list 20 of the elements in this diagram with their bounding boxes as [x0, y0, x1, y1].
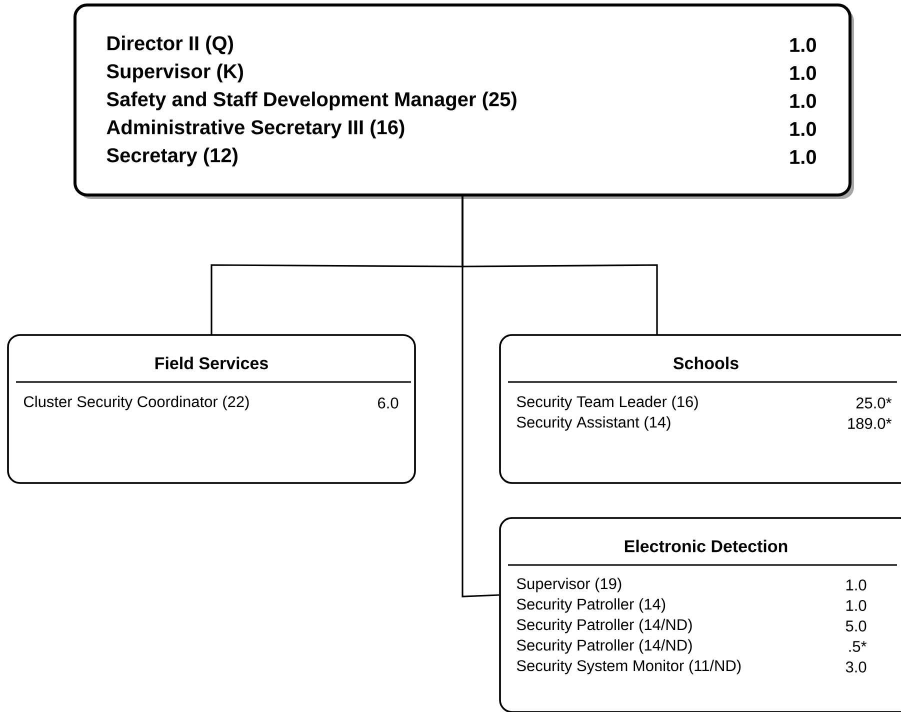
position-count: 3.0 [846, 662, 866, 672]
position-title: Security Assistant (14) [516, 416, 670, 431]
position-title: Cluster Security Coordinator (22) [24, 396, 249, 410]
position-count: 1.0 [846, 580, 866, 590]
position-count: 1.0 [846, 600, 866, 611]
connector-line [462, 196, 500, 598]
position-count: 189.0* [848, 418, 892, 429]
section-heading: Electronic Detection [624, 540, 788, 552]
position-count: 6.0 [378, 398, 398, 408]
position-count: 5.0 [846, 620, 866, 632]
position-title: Security Team Leader (16) [516, 396, 698, 410]
position-title: Security Patroller (14/ND) [516, 618, 692, 634]
section-heading: Field Services [155, 356, 268, 370]
position-title: Security Patroller (14/ND) [516, 639, 692, 654]
section-heading: Schools [673, 356, 738, 370]
position-title: Security System Monitor (11/ND) [516, 660, 741, 674]
position-count: .5* [849, 641, 867, 652]
position-count: 25.0* [856, 398, 892, 408]
position-title: Supervisor (19) [516, 578, 622, 592]
position-title: Security Patroller (14) [516, 598, 666, 613]
